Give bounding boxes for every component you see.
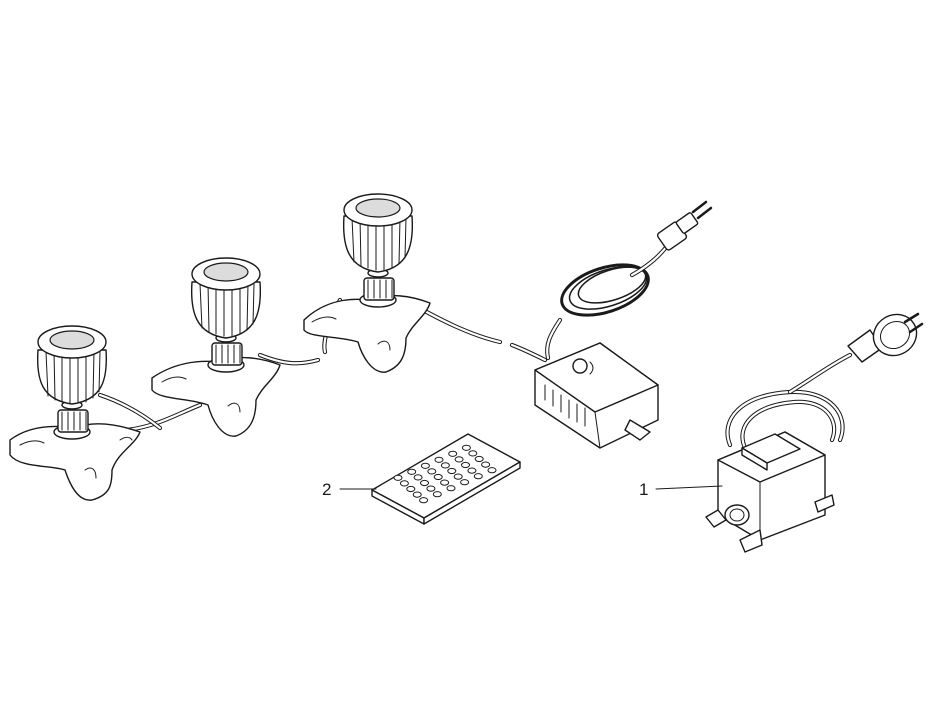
remote-key [473,473,483,480]
remote-key [433,473,443,481]
remote-key [393,474,403,481]
remote-key [420,479,429,487]
remote-key [481,461,491,468]
remote-control [371,433,521,525]
callout-number-1: 1 [639,480,649,499]
remote-key [487,467,497,474]
spotlight-lamp-3 [303,193,431,373]
remote-key [399,480,409,487]
remote-key [407,468,417,475]
remote-key [440,462,450,469]
remote-key [427,468,437,475]
remote-key [447,467,457,475]
remote-key [453,473,463,480]
remote-key [432,491,442,498]
remote-key [467,467,477,474]
remote-keypad [393,444,497,504]
remote-key [454,456,464,463]
spotlight-lamp-1 [9,325,141,501]
remote-key [461,461,470,469]
spotlight-lamp-2 [151,257,281,437]
remote-key [419,497,429,504]
remote-key [412,491,422,498]
remote-key [406,485,416,493]
remote-key [440,479,450,486]
remote-key [426,485,436,492]
callout-number-2: 2 [322,480,332,499]
remote-key [413,474,423,481]
controller-unit [534,200,713,449]
remote-key [420,462,430,469]
callout-1-leader-line [655,485,723,490]
remote-key [434,456,444,463]
remote-key [468,450,478,457]
remote-key [448,450,458,457]
remote-key [474,455,484,463]
transformer-unit [705,312,924,553]
remote-key [460,479,470,486]
remote-key [446,485,456,492]
remote-key [461,444,471,451]
